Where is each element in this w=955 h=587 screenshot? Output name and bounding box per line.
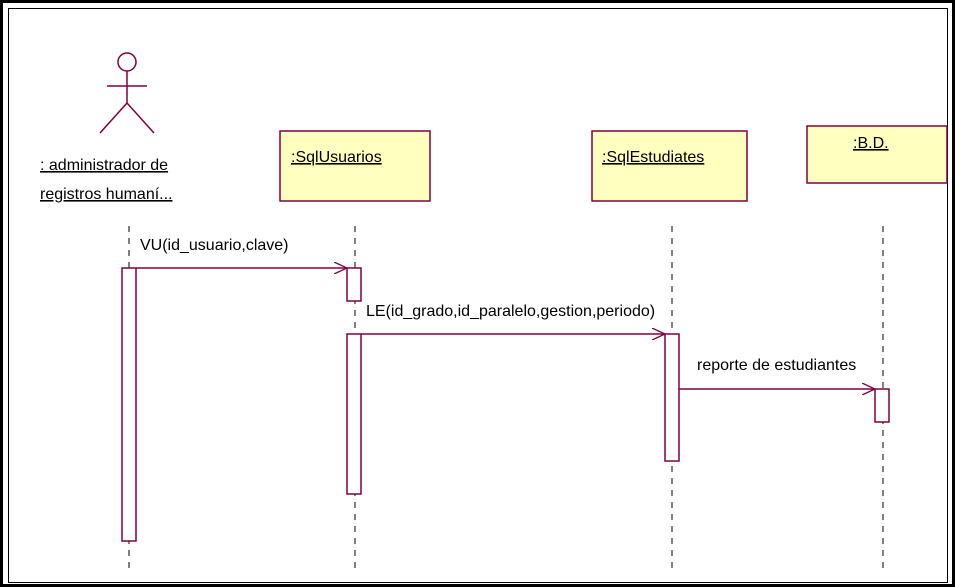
message-label-reporte: reporte de estudiantes (697, 357, 856, 374)
diagram-inner-frame (8, 8, 948, 583)
actor-icon[interactable] (99, 52, 155, 134)
activation-bar-sqlusuarios-2 (346, 333, 362, 495)
message-label-le: LE(id_grado,id_paralelo,gestion,periodo) (366, 303, 655, 320)
activation-bar-bd (874, 388, 890, 423)
activation-bar-sqlusuarios-1 (346, 267, 362, 302)
object-label-sqlusuarios: :SqlUsuarios (291, 149, 382, 166)
object-label-sqlestudiates: :SqlEstudiates (602, 149, 704, 166)
activation-bar-actor (121, 267, 137, 542)
actor-label-line2: registros humaní... (40, 186, 173, 203)
object-label-bd: :B.D. (853, 135, 889, 152)
activation-bar-sqlestudiates (664, 333, 680, 462)
message-label-vu: VU(id_usuario,clave) (140, 237, 289, 254)
object-box-sqlestudiates[interactable]: :SqlEstudiates (591, 130, 748, 202)
actor-label-line1: : administrador de (40, 157, 168, 174)
object-box-sqlusuarios[interactable]: :SqlUsuarios (279, 130, 431, 202)
object-box-bd[interactable]: :B.D. (806, 125, 948, 184)
